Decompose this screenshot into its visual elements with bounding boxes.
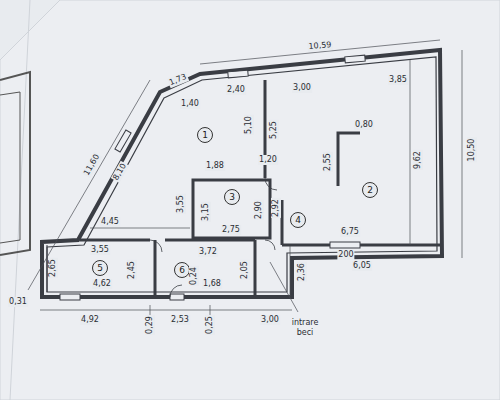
dimension-label: 3,15: [201, 202, 211, 222]
dimension-label: 3,72: [198, 247, 218, 257]
dimension-label: 4,45: [100, 217, 120, 227]
room-number: 6: [179, 265, 185, 275]
dimension-label: 2,55: [323, 152, 333, 172]
dimension-label: 1,40: [180, 99, 200, 109]
chimney: [338, 133, 360, 186]
dimension-label: 4,62: [92, 279, 112, 289]
dimension-label: 6,05: [352, 261, 372, 271]
dimension-label: 3,00: [292, 83, 312, 93]
room-number-circle: 6: [174, 262, 190, 278]
walls: [42, 50, 442, 297]
dimension-label: 6,75: [340, 227, 360, 237]
dimension-label: 3,00: [260, 315, 280, 325]
dimension-label: 2,05: [240, 260, 250, 280]
room-number: 2: [367, 185, 373, 195]
dimension-label: 1,68: [202, 279, 222, 289]
dimension-label: 0,31: [8, 297, 28, 307]
dimension-label: 5,10: [244, 115, 254, 135]
dimension-label: 4,92: [80, 315, 100, 325]
dimension-label: 10,50: [467, 138, 477, 163]
room-number-circle: 2: [362, 182, 378, 198]
dimension-lines: [28, 40, 462, 315]
dimension-label: 2,45: [127, 260, 137, 280]
dimension-label: 2,53: [170, 315, 190, 325]
dimension-label: 200: [337, 250, 354, 260]
dimension-label: 0,25: [205, 315, 215, 335]
windows: [60, 55, 365, 300]
dimension-label: 1,20: [258, 155, 278, 165]
room-number-circle: 1: [197, 127, 213, 143]
dimension-label: 2,65: [48, 258, 58, 278]
dimension-label: 9,62: [413, 150, 423, 170]
dimension-label: 2,36: [297, 262, 307, 282]
dimension-label: 0,80: [354, 120, 374, 130]
dimension-label: 2,90: [254, 200, 264, 220]
dimension-label: 2,92: [271, 198, 281, 218]
room-number: 1: [202, 130, 208, 140]
dimension-label: 2,75: [221, 225, 241, 235]
room-number-circle: 3: [224, 189, 240, 205]
dimension-label: 0,24: [189, 266, 199, 286]
interior-walls: [47, 80, 440, 297]
dimension-label: 3,55: [90, 245, 110, 255]
dimension-label: 3,85: [388, 75, 408, 85]
dimension-label: 0,29: [145, 315, 155, 335]
dimension-label: 5,25: [269, 120, 279, 140]
wall-inner-lines: [47, 57, 437, 292]
dimension-label: 2,40: [226, 85, 246, 95]
room-number: 3: [229, 192, 235, 202]
dimension-label: 3,55: [176, 194, 186, 214]
room-number: 4: [295, 215, 301, 225]
doors: [150, 178, 277, 297]
room-number-circle: 5: [92, 260, 108, 276]
neighbor-plan: [0, 72, 30, 255]
dimension-label: 1,88: [205, 161, 225, 171]
room-number: 5: [97, 263, 103, 273]
note-label: intrare beci: [287, 318, 323, 338]
room-number-circle: 4: [290, 212, 306, 228]
